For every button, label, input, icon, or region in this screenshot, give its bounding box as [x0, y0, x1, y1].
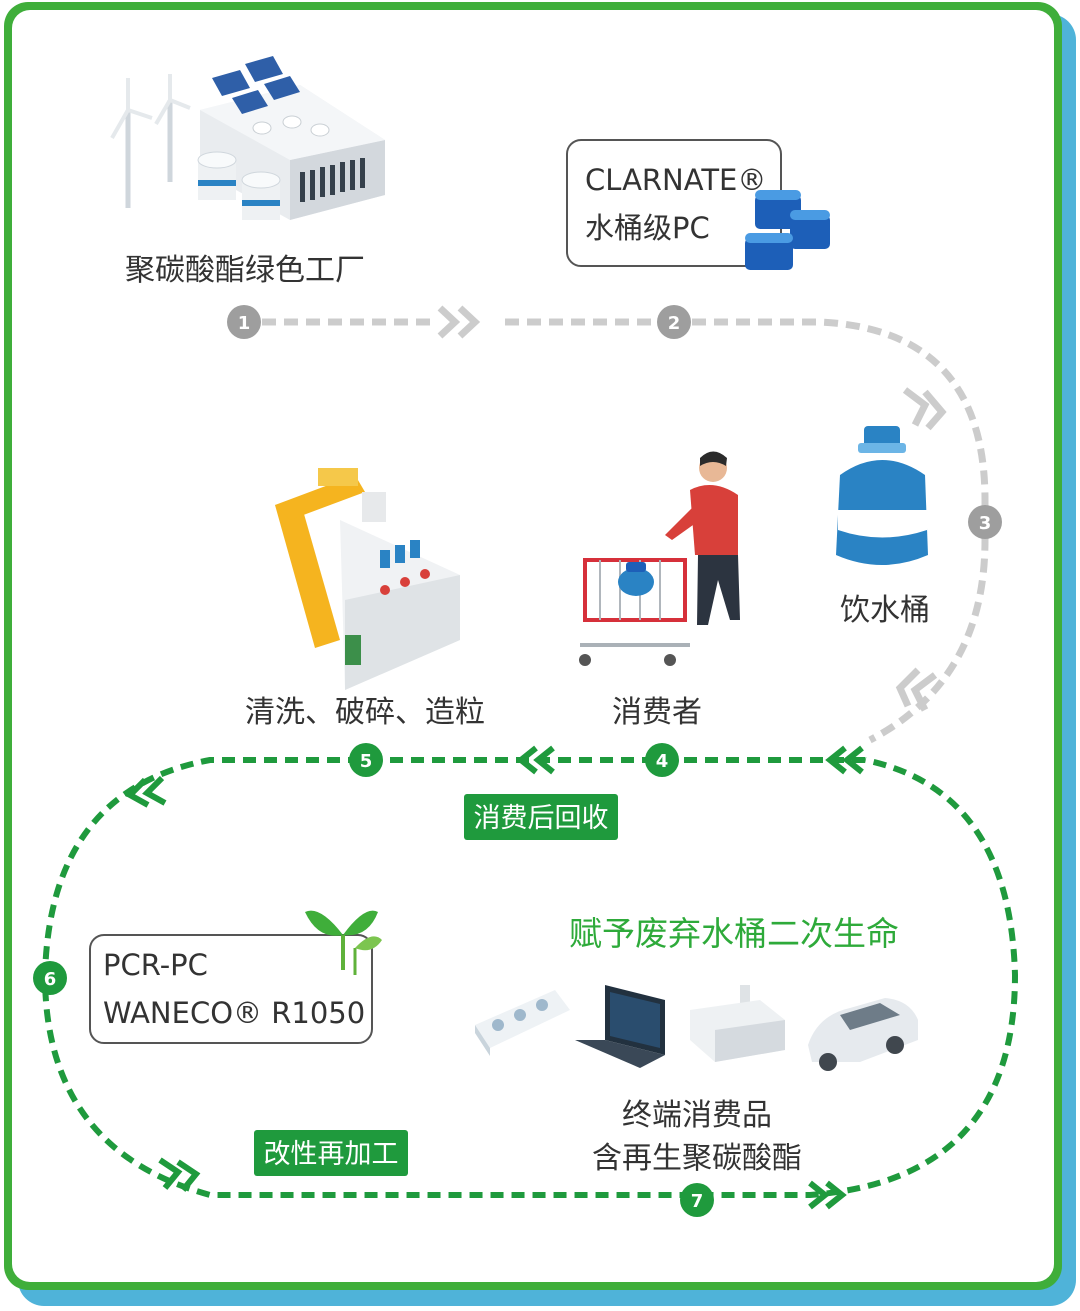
step-4: 4 [645, 743, 679, 777]
green-path [41, 757, 1019, 1198]
car-icon [808, 998, 918, 1071]
step-2: 2 [657, 305, 691, 339]
gray-arrows [437, 305, 947, 712]
end-products-sublabel: 含再生聚碳酸酯 [592, 1141, 802, 1176]
frame-inner [12, 10, 1054, 1282]
gray-path [262, 318, 989, 744]
bottle-label: 饮水桶 [840, 593, 930, 628]
step-3: 3 [968, 505, 1002, 539]
printer-icon [690, 985, 785, 1062]
modification-tag-bg [254, 1130, 408, 1176]
step-6: 6 [33, 961, 67, 995]
consumer-icon [579, 451, 740, 666]
recycle-process-label: 清洗、破碎、造粒 [245, 695, 485, 730]
green-arrows [125, 745, 864, 1210]
sprout-icon [305, 910, 382, 975]
pcr-box [89, 934, 373, 1044]
svg-text:4: 4 [656, 751, 669, 772]
water-bottle-icon [836, 426, 928, 565]
pcr-grade: WANECO® R1050 [103, 996, 365, 1030]
svg-text:5: 5 [360, 751, 373, 772]
factory-label: 聚碳酸酯绿色工厂 [125, 253, 365, 288]
pcr-title: PCR-PC [103, 948, 208, 982]
clarnate-grade: 水桶级PC [585, 211, 710, 245]
laptop-icon [575, 985, 665, 1068]
svg-text:1: 1 [238, 313, 251, 334]
headline: 赋予废弃水桶二次生命 [569, 914, 899, 953]
modification-tag: 改性再加工 [264, 1139, 399, 1170]
step-5: 5 [349, 743, 383, 777]
consumer-label: 消费者 [612, 695, 702, 730]
post-consumer-tag: 消费后回收 [474, 803, 609, 834]
power-strip-icon [475, 990, 570, 1056]
svg-text:3: 3 [979, 513, 992, 534]
svg-text:6: 6 [44, 969, 57, 990]
pellet-stack-icon [745, 190, 830, 270]
step-1: 1 [227, 305, 261, 339]
svg-text:2: 2 [668, 313, 681, 334]
step-7: 7 [680, 1183, 714, 1217]
factory-icon [110, 56, 385, 220]
svg-text:7: 7 [691, 1191, 704, 1212]
end-products-label: 终端消费品 [622, 1098, 772, 1133]
post-consumer-tag-bg [464, 794, 618, 840]
clarnate-title: CLARNATE® [585, 163, 766, 197]
robot-arm-icon [275, 468, 460, 690]
